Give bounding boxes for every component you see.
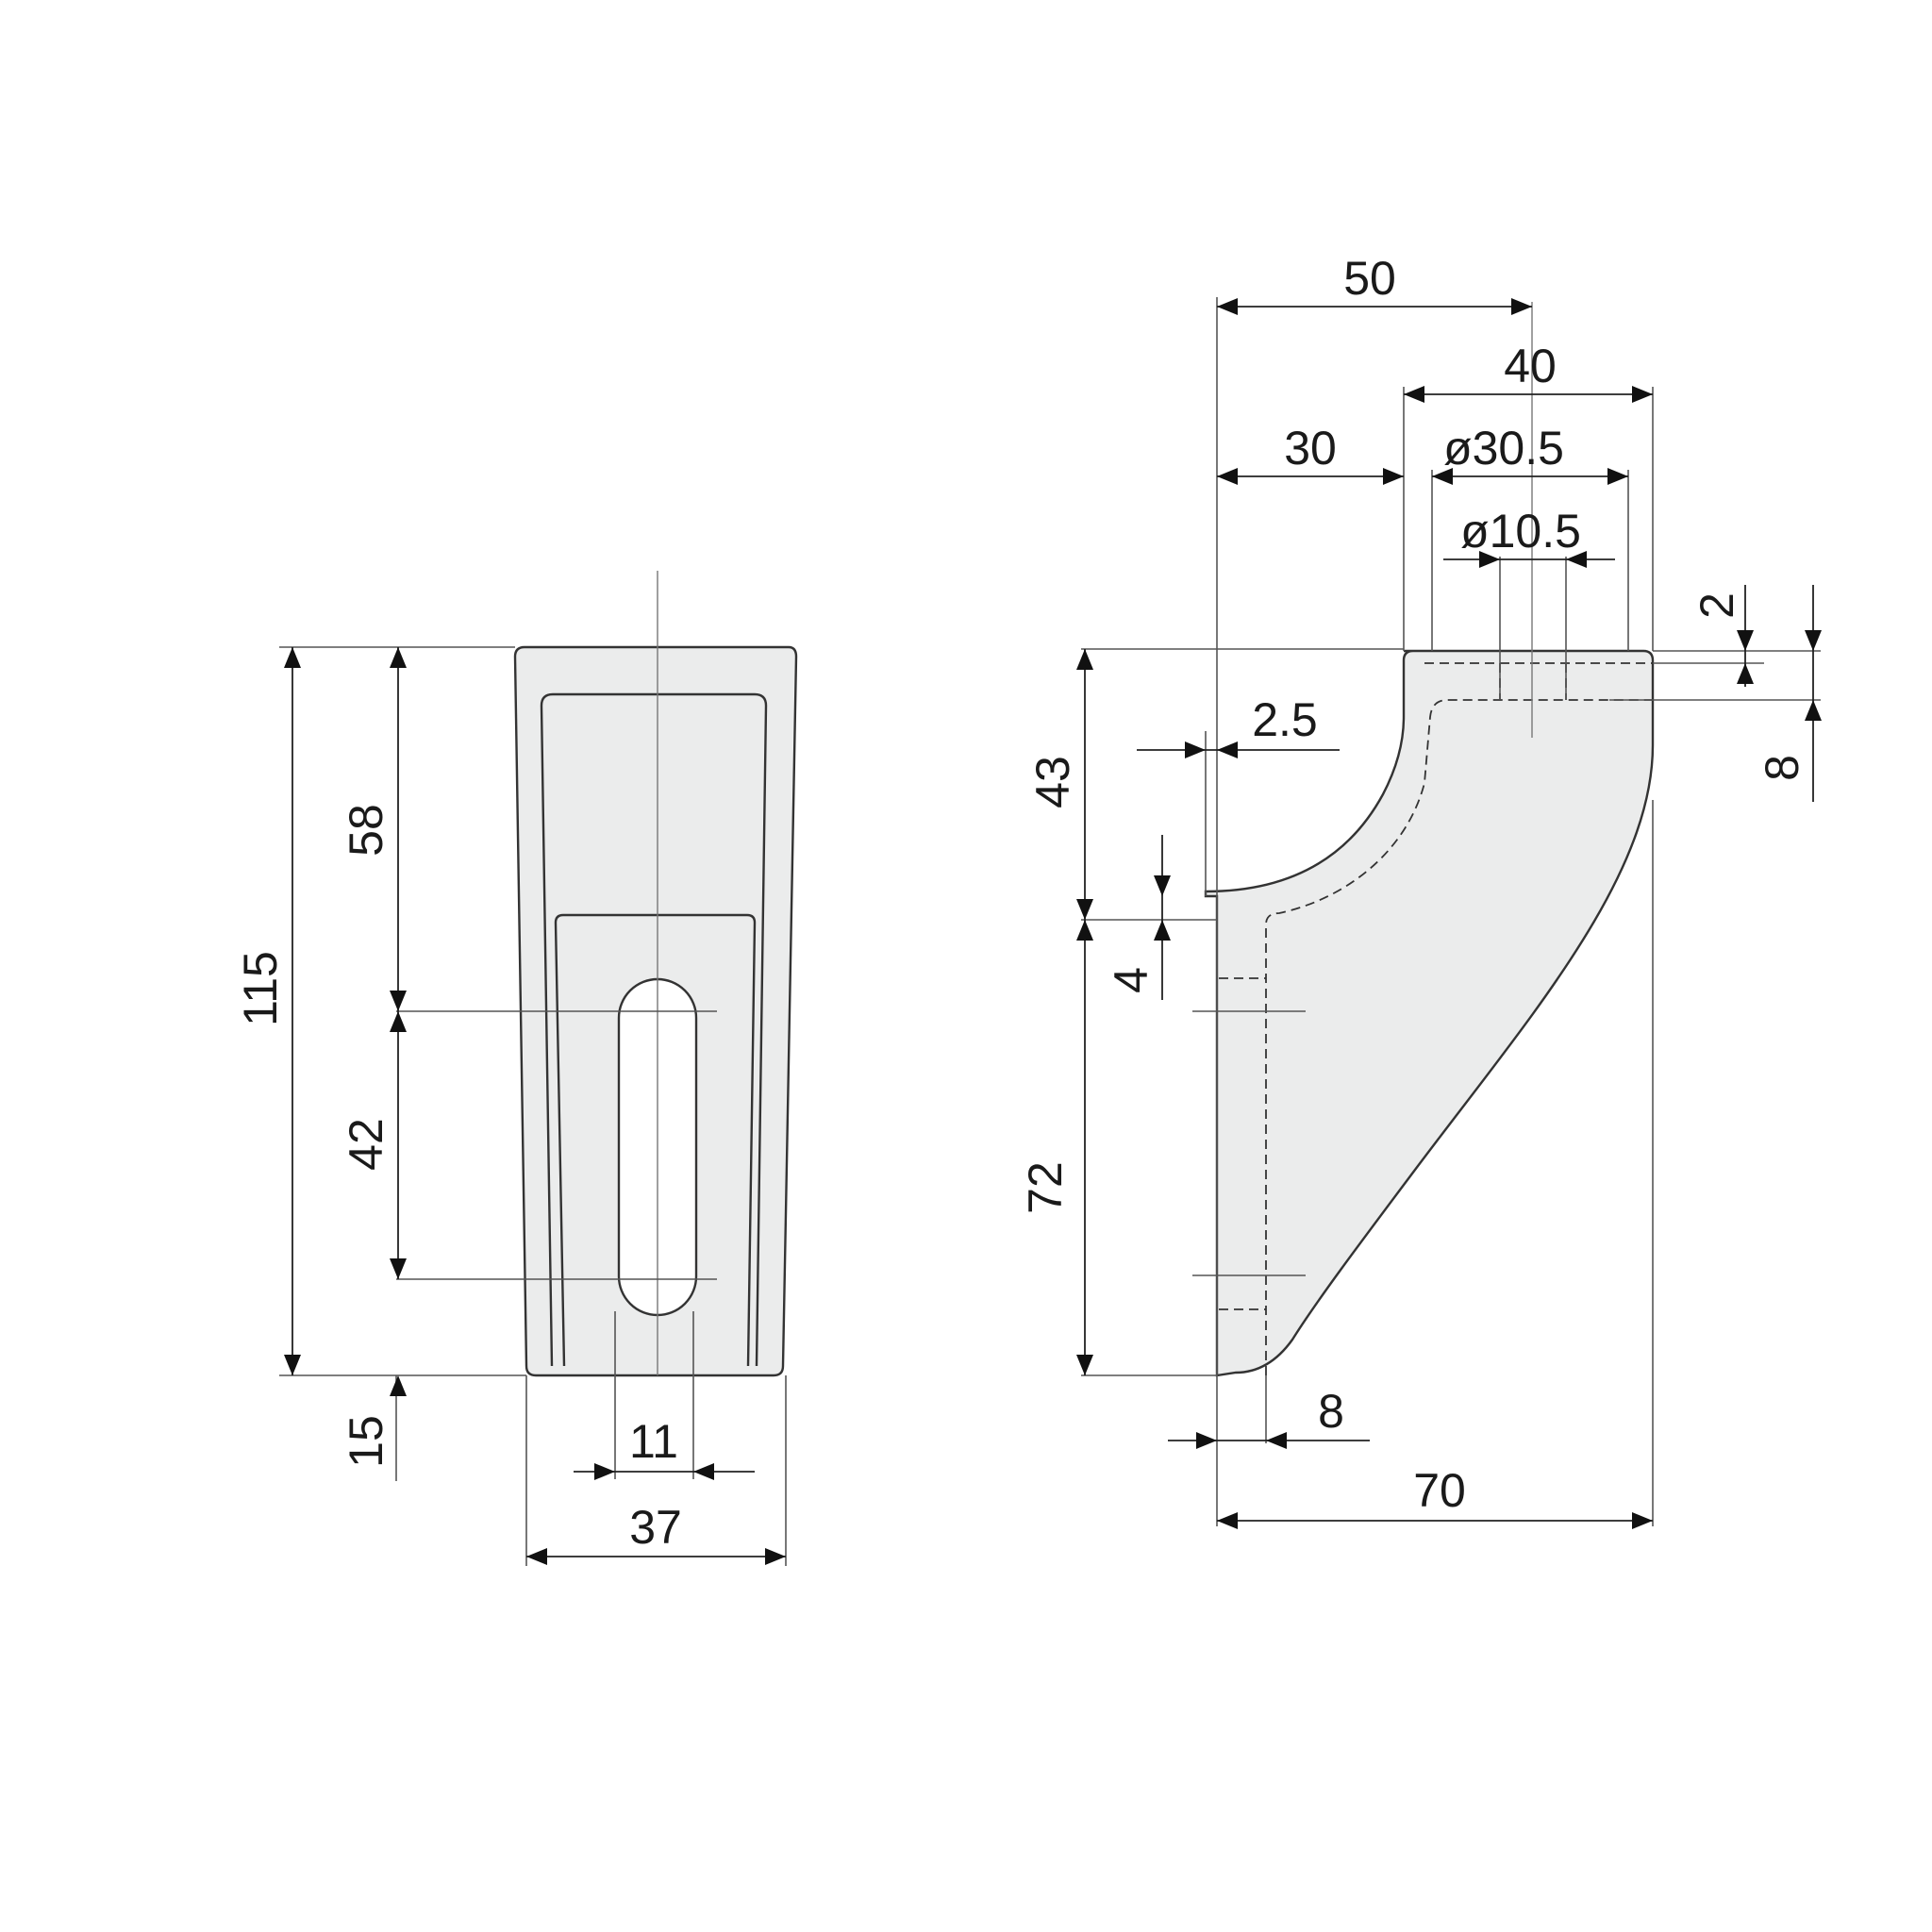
dim-overall-height: 115 (234, 951, 287, 1026)
dim-overall-depth: 70 (1413, 1464, 1466, 1517)
dim-bottom-offset: 15 (340, 1415, 392, 1468)
side-view: 50 40 30 ø30.5 ø10.5 2 8 2.5 43 4 72 8 7… (1019, 252, 1822, 1529)
side-view-dimension-texts: 50 40 30 ø30.5 ø10.5 2 8 2.5 43 4 72 8 7… (1019, 252, 1808, 1517)
dim-top-width: 40 (1504, 340, 1557, 392)
front-view-inner-recess (540, 692, 768, 1367)
front-view-dimension-lines (284, 647, 786, 1565)
front-view: 115 58 42 15 11 37 (234, 571, 798, 1566)
dim-wall-thickness: 8 (1318, 1385, 1344, 1438)
dim-width: 37 (629, 1501, 682, 1554)
dim-top-thickness: 2 (1690, 592, 1743, 619)
dim-lower-height: 72 (1019, 1161, 1072, 1214)
front-view-dimension-texts: 115 58 42 15 11 37 (234, 804, 682, 1554)
dim-recess-depth: 8 (1756, 755, 1808, 781)
dim-hole-diameter: ø10.5 (1460, 505, 1581, 558)
dim-upper-height: 43 (1026, 756, 1079, 808)
dim-lip-height: 4 (1105, 967, 1158, 993)
dim-to-step: 30 (1284, 422, 1337, 475)
dim-outer-diameter: ø30.5 (1443, 422, 1564, 475)
front-view-lower-panel (554, 913, 757, 1367)
dim-top-to-slot: 58 (340, 804, 392, 857)
side-view-outline (1204, 649, 1655, 1377)
dim-to-axis: 50 (1343, 252, 1396, 305)
dim-slot-width: 11 (629, 1415, 678, 1468)
side-view-dimension-lines (1076, 298, 1822, 1529)
dim-slot-length: 42 (340, 1118, 392, 1171)
dim-wall-lip: 2.5 (1252, 693, 1318, 746)
side-view-extension-lines (1081, 297, 1821, 1526)
